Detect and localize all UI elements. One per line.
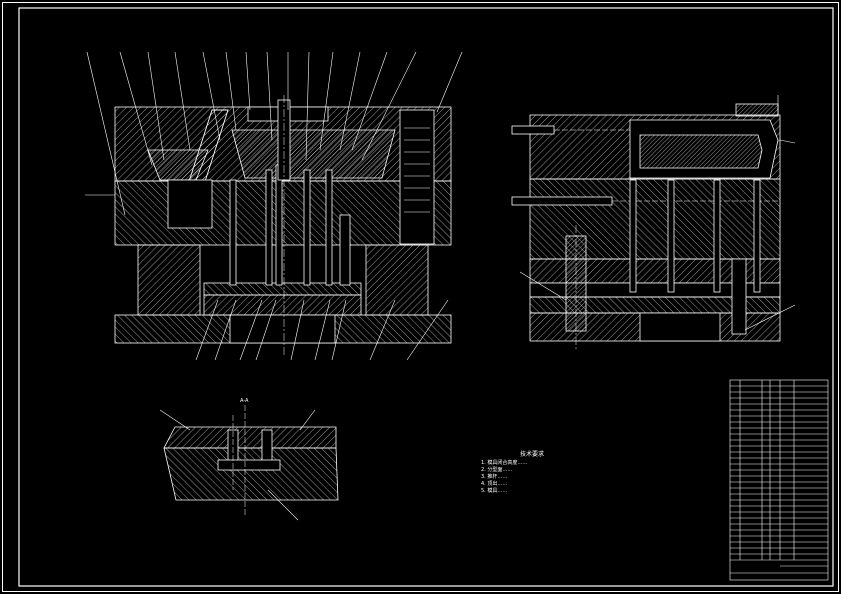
requirement-1: 1. 模具闭合高度……: [481, 460, 528, 466]
inner-border: [18, 7, 834, 587]
requirement-3: 3. 推杆……: [481, 474, 508, 480]
requirement-4: 4. 顶出……: [481, 481, 508, 487]
section-label: A-A: [240, 398, 249, 404]
technical-requirements-title: 技术要求: [520, 451, 545, 458]
technical-requirements-list: 1. 模具闭合高度…… 2. 分型面…… 3. 推杆…… 4. 顶出…… 5. …: [481, 460, 527, 495]
side-section-view: [511, 95, 796, 350]
detail-view: [159, 405, 339, 521]
requirement-2: 2. 分型面……: [481, 467, 513, 473]
main-section-view: [85, 51, 463, 361]
requirement-5: 5. 模具……: [481, 488, 508, 494]
title-block: [729, 379, 829, 581]
